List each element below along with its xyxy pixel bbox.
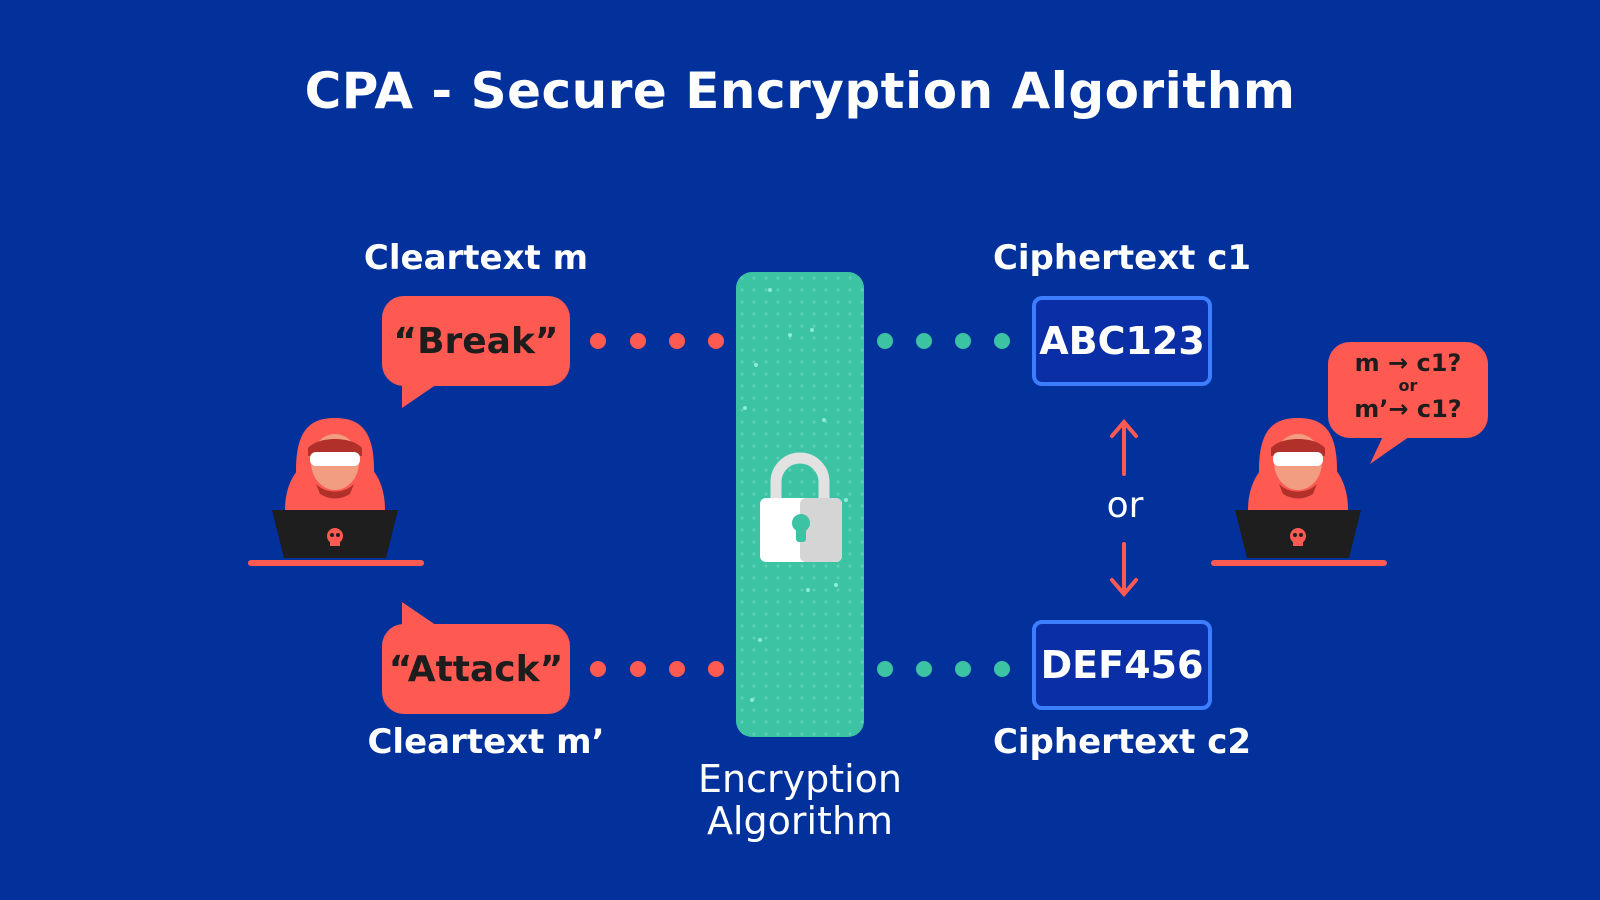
bubble-attack: “Attack” [382, 624, 570, 714]
bubble-break-tail [402, 378, 446, 408]
ciphertext-c2-box: DEF456 [1032, 620, 1212, 710]
red-dots-top [590, 333, 724, 349]
bubble-attack-text: “Attack” [388, 648, 564, 690]
encryption-label-line2: Algorithm [706, 799, 894, 843]
bubble-break-text: “Break” [393, 320, 559, 362]
arrow-down-icon [1110, 542, 1138, 598]
arrow-up-icon [1110, 418, 1138, 476]
bubble-break: “Break” [382, 296, 570, 386]
question-bubble: m → c1? or m’→ c1? [1328, 342, 1488, 438]
encryption-algorithm-bar [736, 272, 864, 737]
teal-dots-bottom [877, 661, 1010, 677]
cleartext-m-label: Cleartext m [363, 238, 589, 278]
ciphertext-c1-box: ABC123 [1032, 296, 1212, 386]
question-line1: m → c1? [1354, 349, 1462, 377]
ciphertext-c2-label: Ciphertext c2 [992, 722, 1252, 762]
encryption-label-line1: Encryption [697, 757, 902, 801]
question-bubble-tail [1370, 432, 1416, 464]
ciphertext-c2-value: DEF456 [1040, 643, 1204, 687]
encryption-algorithm-label: Encryption Algorithm [660, 758, 940, 842]
question-line3: m’→ c1? [1354, 395, 1462, 423]
diagram-title: CPA - Secure Encryption Algorithm [304, 62, 1296, 120]
bar-speckles [743, 288, 848, 702]
hacker-right-icon [1211, 418, 1387, 566]
ciphertext-c1-label: Ciphertext c1 [992, 238, 1252, 278]
cleartext-m2-label: Cleartext m’ [367, 722, 605, 762]
red-dots-bottom [590, 661, 724, 677]
teal-dots-top [877, 333, 1010, 349]
bubble-attack-tail [402, 602, 446, 632]
hacker-left-icon [248, 418, 424, 566]
padlock-icon [760, 452, 842, 562]
ciphertext-c1-value: ABC123 [1039, 319, 1205, 363]
or-label: or [1106, 485, 1144, 526]
question-line2: or [1398, 376, 1418, 395]
